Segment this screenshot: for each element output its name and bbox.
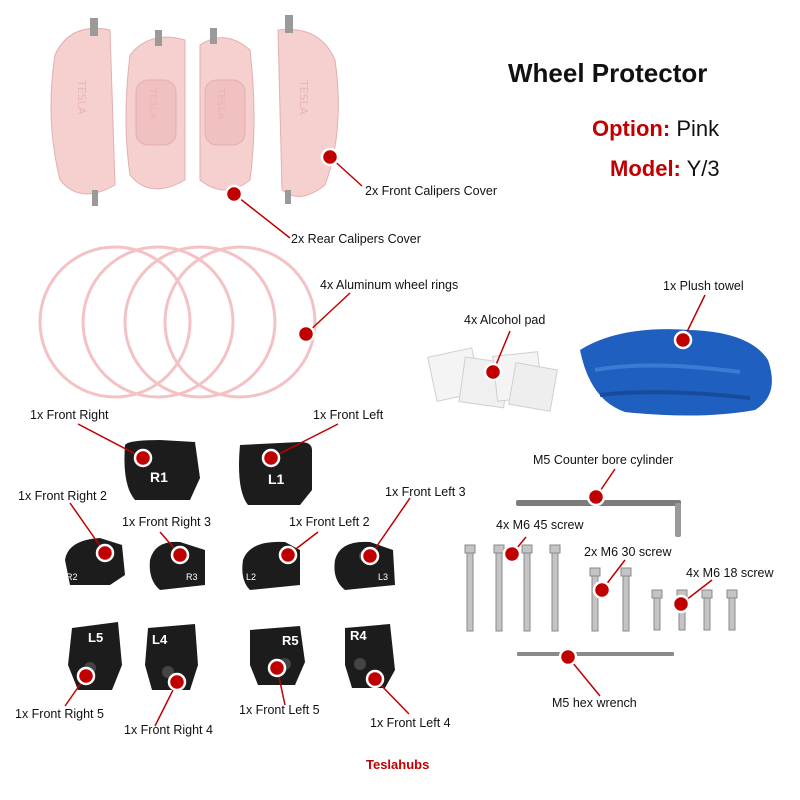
callout-dots: [76, 147, 693, 692]
model-line: Model: Y/3: [610, 156, 720, 182]
label-plush-towel: 1x Plush towel: [663, 279, 744, 293]
m5-hex-wrench: [517, 652, 674, 656]
block-r2: R2: [65, 538, 125, 585]
svg-text:TESLA: TESLA: [147, 87, 158, 120]
m6-45-screws: [464, 544, 561, 632]
label-wheel-rings: 4x Aluminum wheel rings: [320, 278, 459, 292]
block-r4: R4: [345, 624, 395, 688]
plush-towel: [580, 329, 772, 416]
label-front-right: 1x Front Right: [30, 408, 109, 422]
svg-text:L3: L3: [378, 572, 388, 582]
option-line: Option: Pink: [592, 116, 719, 142]
wheel-rings: [38, 245, 317, 399]
label-alcohol-pad: 4x Alcohol pad: [464, 313, 546, 327]
label-front-right-5: 1x Front Right 5: [15, 707, 104, 721]
option-value: Pink: [676, 116, 720, 141]
alcohol-pads: [427, 347, 558, 412]
svg-text:L5: L5: [88, 630, 103, 645]
svg-text:L4: L4: [152, 632, 168, 647]
product-title: Wheel Protector: [508, 58, 708, 88]
caliper-cover-front-right: TESLA: [277, 15, 339, 204]
svg-text:TESLA: TESLA: [75, 79, 88, 115]
svg-text:R5: R5: [282, 633, 299, 648]
block-r1: R1: [124, 440, 200, 500]
option-key: Option:: [592, 116, 671, 141]
label-hex-wrench: M5 hex wrench: [552, 696, 637, 710]
label-front-left-5: 1x Front Left 5: [239, 703, 320, 717]
label-front-right-2: 1x Front Right 2: [18, 489, 107, 503]
label-front-left-2: 1x Front Left 2: [289, 515, 370, 529]
caliper-cover-rear-right: TESLA: [199, 28, 255, 191]
m6-30-screws: [589, 567, 632, 632]
label-m6-45: 4x M6 45 screw: [496, 518, 584, 532]
label-front-right-4: 1x Front Right 4: [124, 723, 213, 737]
svg-text:L1: L1: [268, 471, 285, 487]
svg-text:TESLA: TESLA: [215, 87, 226, 120]
label-front-right-3: 1x Front Right 3: [122, 515, 211, 529]
label-m6-30: 2x M6 30 screw: [584, 545, 672, 559]
brand-footer: Teslahubs: [366, 757, 430, 772]
model-value: Y/3: [686, 156, 720, 181]
svg-text:L2: L2: [246, 572, 256, 582]
caliper-cover-front-left: TESLA: [50, 18, 116, 206]
label-rear-calipers: 2x Rear Calipers Cover: [291, 232, 421, 246]
block-l4: L4: [145, 624, 198, 690]
label-m6-18: 4x M6 18 screw: [686, 566, 774, 580]
svg-text:TESLA: TESLA: [297, 79, 310, 115]
caliper-cover-rear-left: TESLA: [125, 30, 186, 190]
svg-text:R2: R2: [66, 572, 78, 582]
label-counter-bore: M5 Counter bore cylinder: [533, 453, 674, 467]
label-front-left-3: 1x Front Left 3: [385, 485, 466, 499]
svg-text:R3: R3: [186, 572, 198, 582]
label-front-calipers: 2x Front Calipers Cover: [365, 184, 497, 198]
label-front-left: 1x Front Left: [313, 408, 384, 422]
svg-text:R1: R1: [150, 469, 168, 485]
svg-text:R4: R4: [350, 628, 367, 643]
block-l1: L1: [239, 442, 312, 505]
model-key: Model:: [610, 156, 681, 181]
label-front-left-4: 1x Front Left 4: [370, 716, 451, 730]
block-l5: L5: [68, 622, 122, 690]
m6-18-screws: [651, 589, 738, 631]
